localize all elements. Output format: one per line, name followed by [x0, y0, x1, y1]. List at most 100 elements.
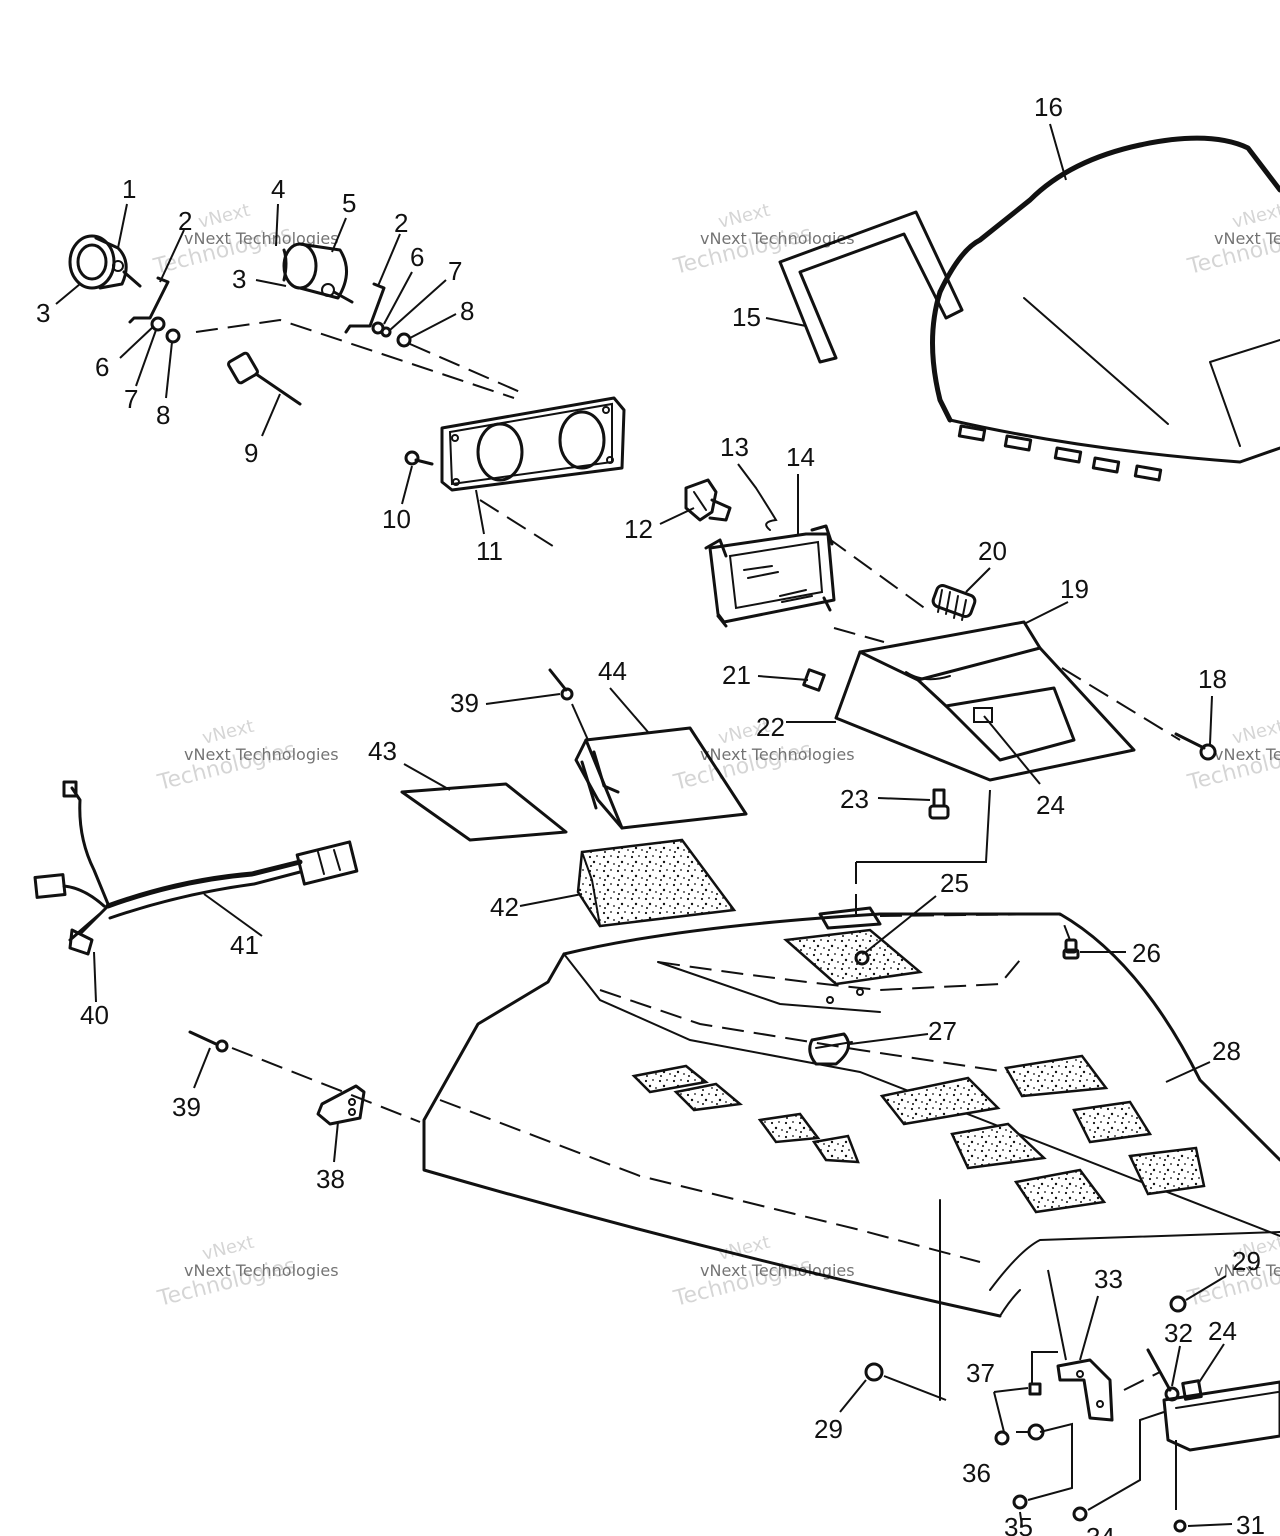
callout-39: 39	[450, 688, 479, 718]
cover-44	[574, 726, 748, 830]
screw-34	[1072, 1506, 1088, 1522]
taillight-30	[1162, 1380, 1280, 1452]
callout-36: 36	[962, 1458, 991, 1488]
headlight-housing-19	[834, 620, 1136, 782]
callout-7: 7	[448, 256, 462, 286]
svg-text:vNext: vNext	[200, 716, 256, 749]
callout-25: 25	[940, 868, 969, 898]
wire-13	[755, 487, 778, 531]
callout-2: 2	[178, 206, 192, 236]
clip-24-lower	[1181, 1379, 1203, 1401]
svg-text:vNext: vNext	[196, 200, 252, 233]
gauge-bracket-right	[344, 282, 412, 348]
callout-11: 11	[476, 536, 503, 566]
callout-29: 29	[1232, 1246, 1261, 1276]
svg-text:vNext Technologies: vNext Technologies	[184, 1261, 339, 1280]
callout-15: 15	[732, 302, 761, 332]
svg-text:vNext Technologies: vNext Technologies	[1214, 745, 1280, 764]
callout-10: 10	[382, 504, 411, 534]
callout-5: 5	[342, 188, 356, 218]
callout-8: 8	[156, 400, 170, 430]
callout-13: 13	[720, 432, 749, 462]
callout-12: 12	[624, 514, 653, 544]
watermark-9: vNext vNext Technologies Technologies	[1184, 1232, 1280, 1312]
bracket-33	[1056, 1358, 1114, 1422]
callout-24: 24	[1036, 790, 1065, 820]
watermark-4: vNext vNext Technologies Technologies	[154, 716, 338, 796]
screw-18	[1174, 732, 1217, 761]
svg-text:vNext: vNext	[1230, 716, 1280, 749]
svg-text:vNext Technologies: vNext Technologies	[700, 1261, 855, 1280]
dash-panel-11	[440, 396, 626, 492]
gauge-bracket-left	[128, 276, 181, 344]
callout-8: 8	[460, 296, 474, 326]
callout-39: 39	[172, 1092, 201, 1122]
callout-7: 7	[124, 384, 138, 414]
leader-lines	[55, 123, 1233, 1527]
callout-6: 6	[95, 352, 109, 382]
callout-32: 32	[1164, 1318, 1193, 1348]
callout-31: 31	[1236, 1510, 1265, 1536]
pad-43	[400, 782, 568, 842]
bulb-12	[684, 478, 732, 522]
clip-21	[802, 668, 826, 692]
tie-39-lower	[188, 1030, 229, 1053]
svg-text:vNext Technologies: vNext Technologies	[700, 229, 855, 248]
screw-26	[1062, 938, 1080, 960]
callout-42: 42	[490, 892, 519, 922]
svg-text:vNext: vNext	[200, 1232, 256, 1265]
callout-33: 33	[1094, 1264, 1123, 1294]
nut-29-left	[864, 1362, 884, 1382]
callout-40: 40	[80, 1000, 109, 1030]
watermark-5: vNext vNext Technologies Technologies	[670, 716, 854, 796]
callout-41: 41	[230, 930, 259, 960]
svg-text:vNext Technologies: vNext Technologies	[1214, 1261, 1280, 1280]
callout-labels: 1 2 3 6 7 8 4 5 3 2 6 7 8 9 10 11 12 13 …	[36, 92, 1265, 1536]
svg-text:vNext Technologies: vNext Technologies	[1214, 229, 1280, 248]
svg-text:vNext: vNext	[716, 716, 772, 749]
callout-2: 2	[394, 208, 408, 238]
callout-19: 19	[1060, 574, 1089, 604]
callout-37: 37	[966, 1358, 995, 1388]
callout-38: 38	[316, 1164, 345, 1194]
foam-42	[576, 838, 737, 928]
callout-28: 28	[1212, 1036, 1241, 1066]
callout-44: 44	[598, 656, 627, 686]
callout-9: 9	[244, 438, 258, 468]
callout-6: 6	[410, 242, 424, 272]
callout-27: 27	[928, 1016, 957, 1046]
callout-18: 18	[1198, 664, 1227, 694]
screw-10	[404, 450, 434, 466]
nut-29-right	[1169, 1295, 1187, 1313]
callout-3: 3	[36, 298, 50, 328]
callout-23: 23	[840, 784, 869, 814]
windshield-16	[930, 135, 1280, 482]
watermark-7: vNext vNext Technologies Technologies	[154, 1232, 338, 1312]
svg-text:vNext: vNext	[1230, 1232, 1280, 1265]
svg-text:vNext Technologies: vNext Technologies	[184, 745, 339, 764]
callout-3: 3	[232, 264, 246, 294]
svg-text:vNext Technologies: vNext Technologies	[184, 229, 339, 248]
callout-21: 21	[722, 660, 751, 690]
callout-14: 14	[786, 442, 815, 472]
callout-20: 20	[978, 536, 1007, 566]
callout-35: 35	[1004, 1512, 1033, 1536]
callout-29: 29	[814, 1414, 843, 1444]
svg-text:vNext Technologies: vNext Technologies	[700, 745, 855, 764]
badge-27	[808, 1032, 853, 1066]
tie-39-upper	[548, 668, 589, 741]
hood-28	[422, 906, 1280, 1401]
wire-harness-41	[33, 780, 359, 1003]
callout-43: 43	[368, 736, 397, 766]
spring-20	[931, 584, 977, 621]
cable-9	[227, 351, 302, 406]
headlight-14	[704, 524, 836, 628]
svg-text:vNext: vNext	[1230, 200, 1280, 233]
clip-32	[1146, 1348, 1180, 1402]
gauge-left	[68, 234, 142, 290]
screw-35	[1012, 1494, 1028, 1510]
callout-26: 26	[1132, 938, 1161, 968]
watermark-6: vNext vNext Technologies Technologies	[1184, 716, 1280, 796]
callout-24: 24	[1208, 1316, 1237, 1346]
